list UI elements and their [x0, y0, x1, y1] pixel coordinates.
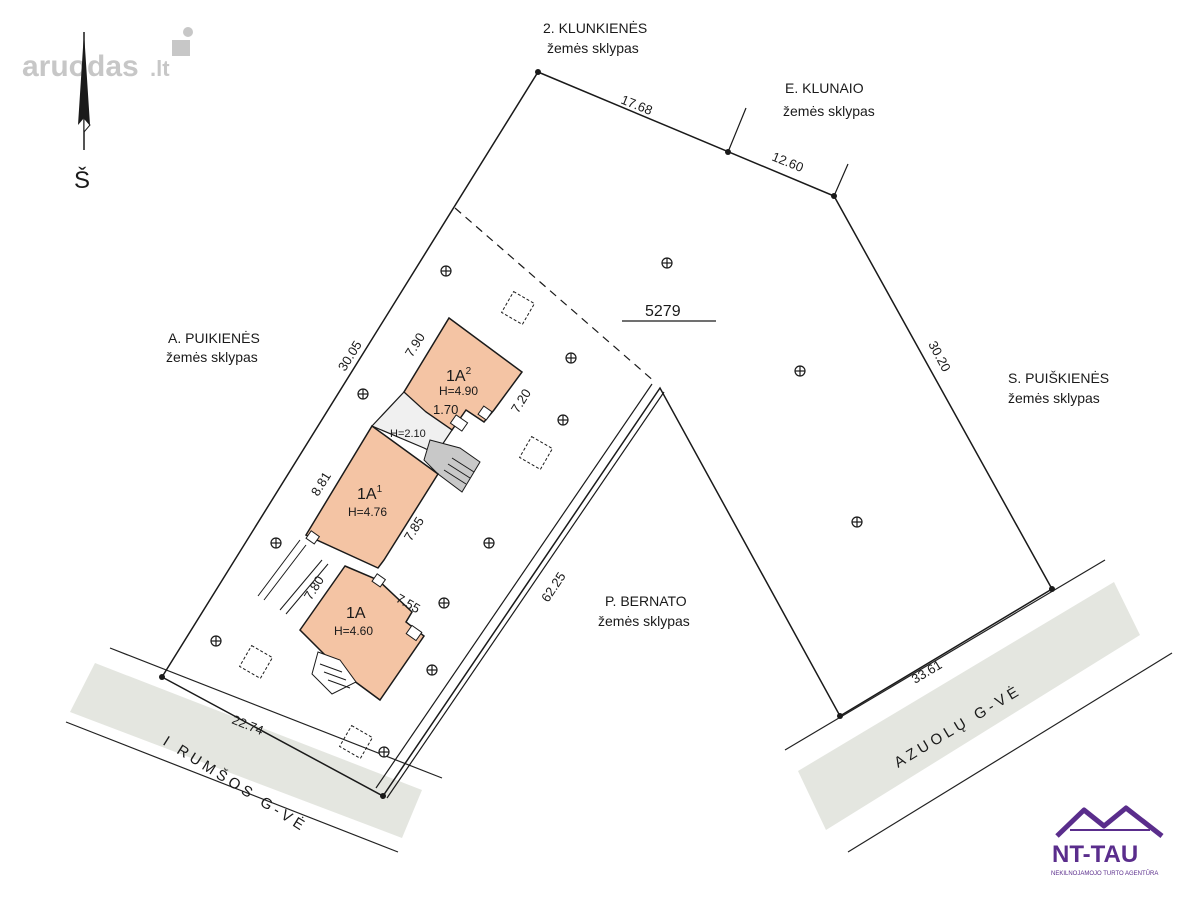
building-1a	[299, 565, 426, 702]
watermark-suffix: .lt	[150, 56, 170, 81]
dim-left: 30.05	[335, 338, 365, 374]
dim-bottom-right: 33.61	[909, 657, 945, 687]
dim-b1-inner: 1.70	[433, 402, 458, 417]
building-1a2	[403, 316, 524, 432]
aruodas-watermark: aruodas .lt	[22, 27, 193, 83]
neighbour-left-name: A. PUIKIENĖS	[168, 329, 260, 346]
neighbour-top-left-name: 2. KLUNKIENĖS	[543, 19, 647, 36]
shrub-symbols	[238, 290, 554, 760]
building-1a1	[304, 424, 440, 569]
neighbour-bottom-name: P. BERNATO	[605, 593, 687, 609]
building-1a1-height: H=4.76	[348, 505, 387, 519]
dim-inner: 62.25	[538, 569, 569, 604]
plot-boundary	[161, 71, 1054, 799]
north-arrow-icon	[78, 32, 91, 150]
building-1a2-id: 1A2	[446, 366, 472, 385]
fence-lines	[257, 539, 329, 615]
logo-name: NT-TAU	[1052, 841, 1138, 868]
annex	[370, 391, 481, 493]
annex-height: H=2.10	[390, 428, 426, 440]
neighbour-top-right-sub: žemės sklypas	[783, 103, 875, 119]
neighbour-right-name: S. PUIŠKIENĖS	[1008, 369, 1109, 386]
neighbour-top-right-name: E. KLUNAIO	[785, 80, 864, 96]
plot-number: 5279	[645, 303, 681, 320]
boundary-points	[159, 69, 1055, 799]
nt-tau-logo: NT-TAU NEKILNOJAMOJO TURTO AGENTŪRA	[1051, 805, 1164, 877]
logo-tagline: NEKILNOJAMOJO TURTO AGENTŪRA	[1051, 870, 1158, 877]
north-label: Š	[74, 166, 90, 194]
building-1a2-height: H=4.90	[439, 384, 478, 398]
building-1a1-id: 1A1	[357, 484, 383, 503]
watermark-text: aruodas	[22, 50, 139, 83]
tree-symbols	[210, 257, 863, 758]
neighbour-top-left-sub: žemės sklypas	[547, 40, 639, 56]
neighbour-left-sub: žemės sklypas	[166, 349, 258, 365]
neighbour-right-sub: žemės sklypas	[1008, 390, 1100, 406]
building-1a-height: H=4.60	[334, 624, 373, 638]
dim-b1-right: 7.20	[508, 386, 534, 415]
dim-b1-side: 7.90	[402, 330, 428, 359]
neighbour-bottom-sub: žemės sklypas	[598, 613, 690, 629]
building-1a-id: 1A	[346, 605, 366, 622]
